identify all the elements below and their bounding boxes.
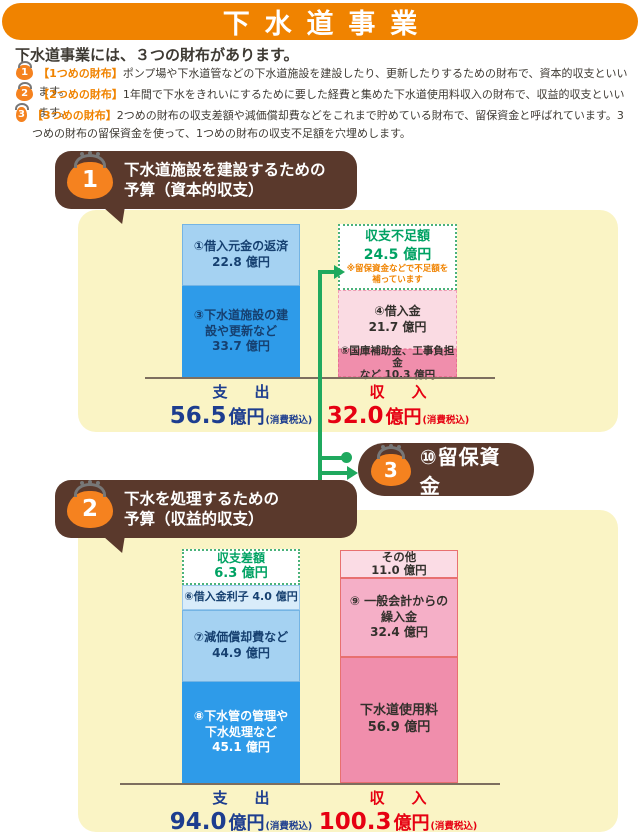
purse-2-large-icon: 2 [67,490,113,528]
seg-sewerage-usage-fee: 下水道使用料 56.9 億円 [340,657,458,783]
reserve-fund-label: ⑩留保資金 [419,444,501,498]
section2-header: 2 下水を処理するための 予算（収益的収支） [55,480,357,553]
section1-title: 下水道施設を建設するための 予算（資本的収支） [124,160,326,199]
section2-title: 下水を処理するための 予算（収益的収支） [124,489,280,528]
flow-arm-into-reserve [320,471,348,475]
seg-others: その他 11.0 億円 [340,550,458,578]
seg-depreciation: ⑦減価償却費など 44.9 億円 [182,610,300,682]
chart2-baseline [120,783,500,785]
arrow-into-reserve-icon [347,466,358,480]
bullet-2-text: 【2つめの財布】1年間で下水をきれいにするために要した経費と集めた下水道使用料収… [38,88,625,120]
box-surplus: 収支差額 6.3 億円 [182,549,300,585]
intro-heading: 下水道事業には、３つの財布があります。 [15,46,299,64]
bullet-3-label: 【3つめの財布】 [32,109,117,122]
intro-bullet-2: 2 【2つめの財布】1年間で下水をきれいにするために要した経費と集めた下水道使用… [16,86,628,122]
seg-borrowing: ④借入金 21.7 億円 [338,290,457,349]
box-deficit: 収支不足額 24.5 億円 ※留保資金などで不足額を補っています [338,224,457,290]
purse-3-large-icon: 3 [371,453,411,486]
flow-trunk-line [318,270,322,624]
purse-1-icon: 1 [16,65,34,80]
seg-facility-construction: ③下水道施設の建設や更新など 33.7 億円 [182,286,300,377]
dot-reserve-source [341,452,352,463]
bullet-3-text: 【3つめの財布】2つめの財布の収支差額や減価償却費などをこれまで貯めている財布で… [32,109,624,141]
seg-loan-interest: ⑥借入金利子 4.0 億円 [182,585,300,610]
arrow-to-deficit-icon [334,265,345,279]
purse-3-icon: 3 [16,107,28,122]
seg-general-account-transfer: ⑨ 一般会計からの繰入金 32.4 億円 [340,578,458,657]
bullet-1-text: 【1つめの財布】ポンプ場や下水道管などの下水道施設を建設したり、更新したりするた… [38,67,628,99]
intro-bullet-3: 3 【3つめの財布】2つめの財布の収支差額や減価償却費などをこれまで貯めている財… [16,107,628,143]
bullet-1-label: 【1つめの財布】 [38,67,123,80]
section2-bubble-tail [102,536,130,553]
flow-arm-from-reserve [320,456,346,460]
section1-bubble-tail [102,207,130,224]
flow-arm-to-deficit [318,270,335,274]
reserve-fund-badge: 3 ⑩留保資金 [358,443,534,498]
purse-2-icon: 2 [16,86,34,101]
seg-loan-principal-repayment: ①借入元金の返済 22.8 億円 [182,224,300,286]
seg-national-subsidy: ⑤国庫補助金、工事負担金 など 10.3 億円 [338,345,457,381]
seg-pipe-management: ⑧下水管の管理や下水処理など 45.1 億円 [182,682,300,783]
intro-bullet-1: 1 【1つめの財布】ポンプ場や下水道管などの下水道施設を建設したり、更新したりす… [16,65,628,101]
page-title: 下水道事業 [2,3,638,40]
section1-header: 1 下水道施設を建設するための 予算（資本的収支） [55,151,357,224]
bullet-2-label: 【2つめの財布】 [38,88,123,101]
purse-1-large-icon: 1 [67,161,113,199]
